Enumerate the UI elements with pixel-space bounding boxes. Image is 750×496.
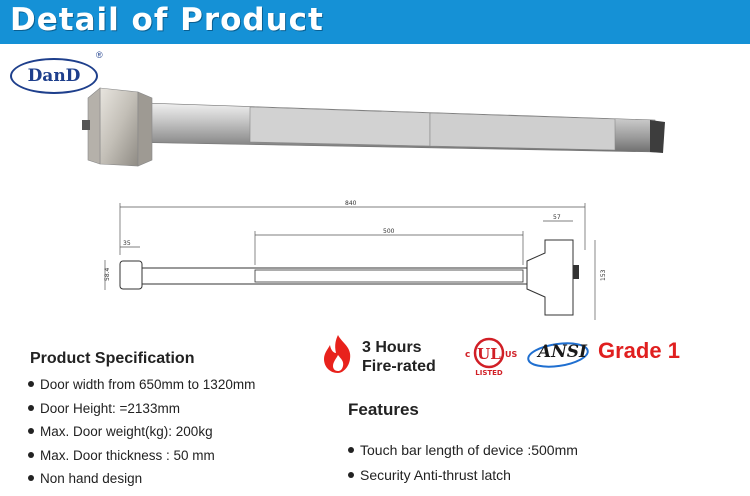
dim-total-label: 840	[345, 200, 357, 207]
dim-end-label: 35	[123, 240, 131, 247]
dim-head-label: 57	[553, 214, 561, 221]
bullet-icon	[28, 404, 34, 411]
bullet-icon	[28, 381, 34, 388]
dim-height-right-label: 153	[600, 269, 607, 281]
specification-title: Product Specification	[30, 350, 195, 367]
page-title: Detail of Product	[10, 2, 324, 38]
header-banner: Detail of Product	[0, 0, 750, 44]
bullet-icon	[348, 472, 354, 479]
flame-icon	[324, 335, 351, 373]
bullet-icon	[28, 451, 34, 458]
fire-rated-label: 3 Hours Fire-rated	[362, 339, 436, 375]
spec-item: Non hand design	[28, 467, 255, 491]
feature-item: Touch bar length of device :500mm	[348, 438, 578, 463]
ansi-label: ANSI	[538, 342, 587, 362]
logo-text: DanD	[27, 66, 81, 86]
panic-bar-product-image	[82, 87, 665, 167]
grade-label: Grade 1	[598, 338, 680, 363]
dim-height-left-label: 58.4	[104, 267, 111, 281]
svg-text:UL: UL	[477, 345, 501, 363]
specification-list: Door width from 650mm to 1320mm Door Hei…	[28, 373, 255, 491]
spec-item: Max. Door thickness : 50 mm	[28, 444, 255, 468]
ansi-logo-icon	[527, 342, 589, 368]
features-title: Features	[348, 400, 419, 419]
dim-bar-label: 500	[383, 228, 395, 235]
svg-text:LISTED: LISTED	[475, 369, 503, 377]
svg-text:c: c	[465, 350, 470, 360]
bullet-icon	[28, 475, 34, 482]
technical-dimension-drawing: 840 500 57 35 58.4 153	[104, 200, 607, 320]
feature-item: Security Anti-thrust latch	[348, 463, 578, 488]
bullet-icon	[28, 428, 34, 435]
ul-listed-icon: UL c US LISTED	[465, 337, 517, 377]
brand-logo: DanD	[10, 58, 98, 94]
registered-mark: ®	[96, 50, 103, 60]
bullet-icon	[348, 447, 354, 454]
svg-text:US: US	[505, 350, 517, 359]
spec-item: Door width from 650mm to 1320mm	[28, 373, 255, 397]
spec-item: Door Height: =2133mm	[28, 397, 255, 421]
features-list: Touch bar length of device :500mm Securi…	[348, 438, 578, 488]
spec-item: Max. Door weight(kg): 200kg	[28, 420, 255, 444]
